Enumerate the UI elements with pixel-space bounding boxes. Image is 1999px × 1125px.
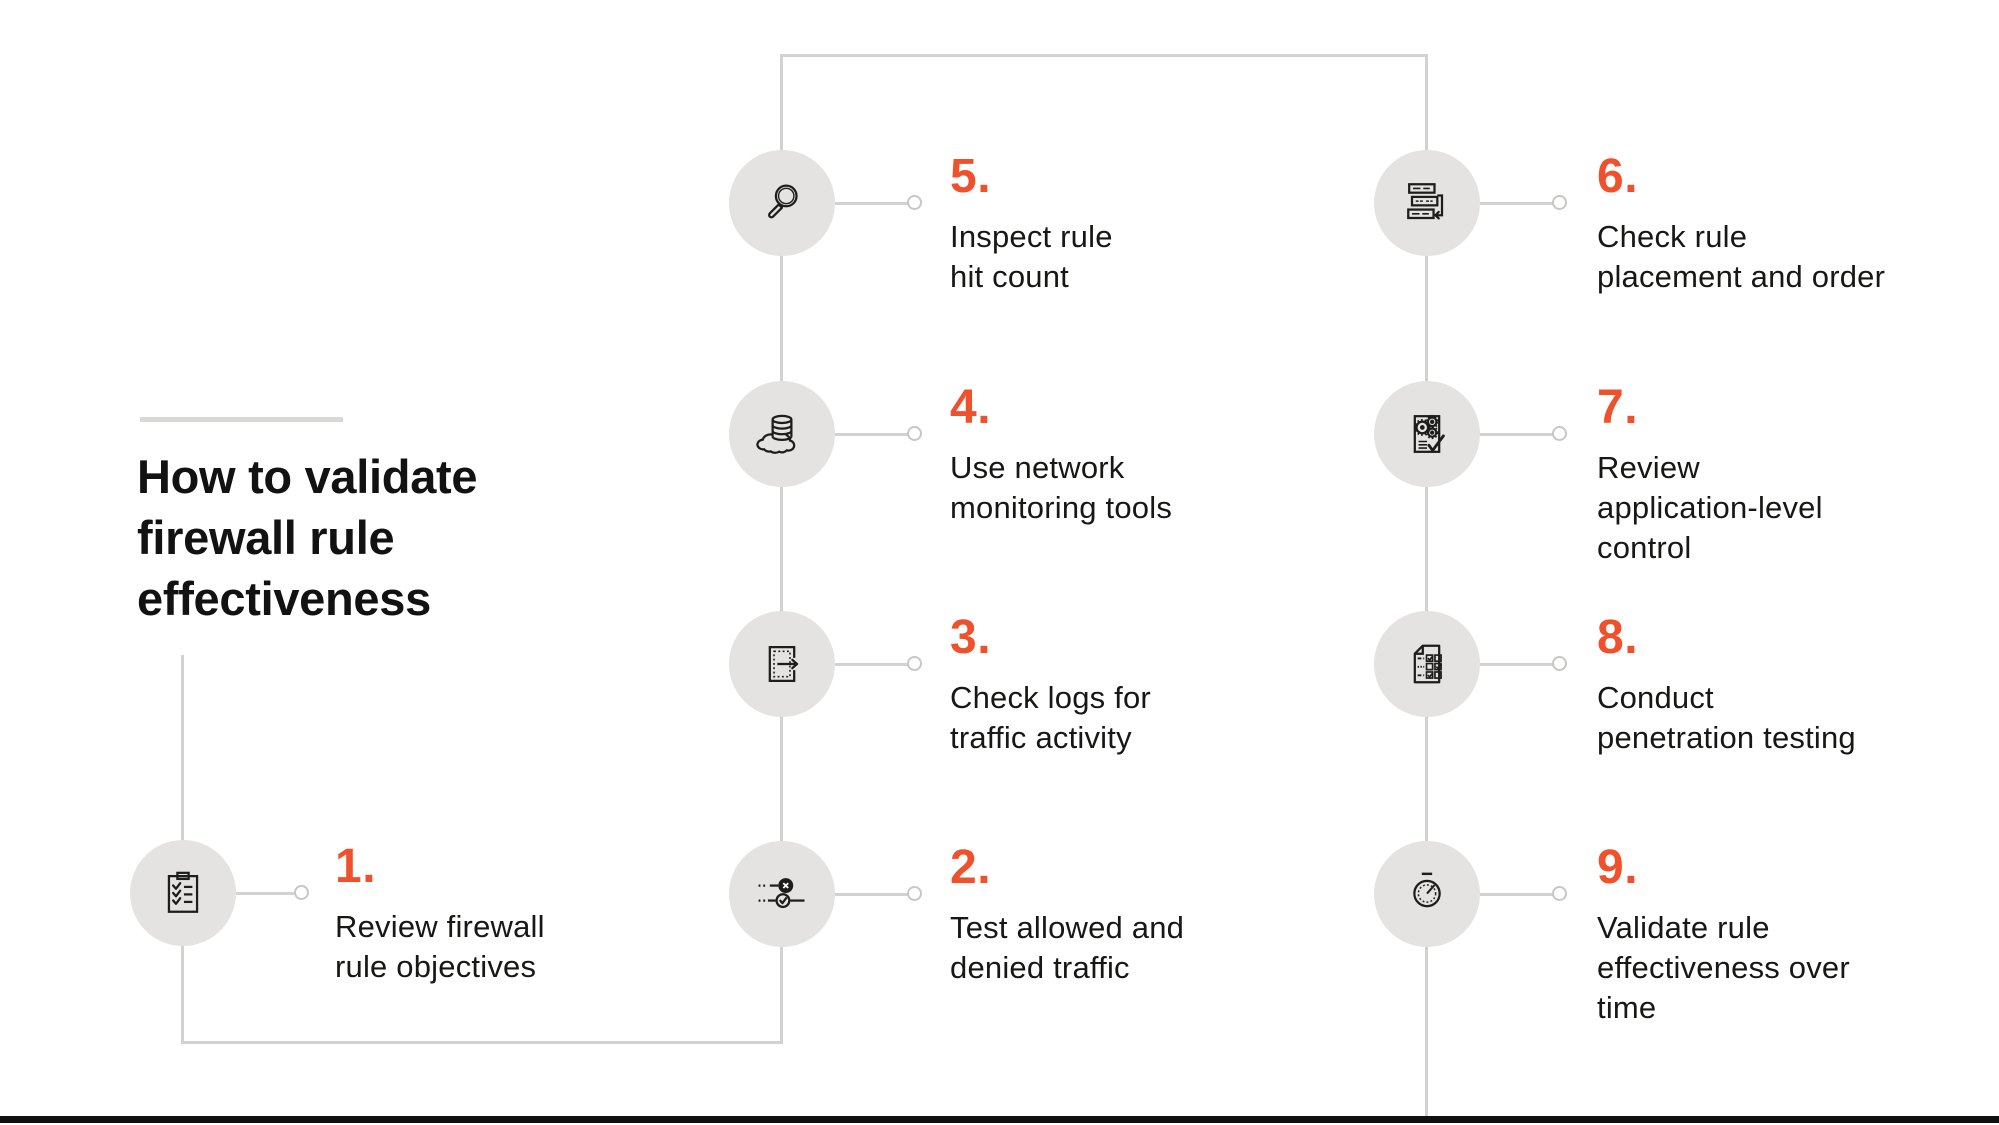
step-5-connector-dot — [907, 195, 922, 210]
step-8-icon-circle — [1374, 611, 1480, 717]
step-8-text: 8. Conduct penetration testing — [1597, 611, 1856, 758]
step-7-text: 7. Review application-level control — [1597, 381, 1823, 568]
rule-reorder-icon — [1407, 183, 1444, 220]
step-description: Inspect rule hit count — [950, 219, 1113, 294]
step-6-connector-dot — [1552, 195, 1567, 210]
step-7-connector — [1480, 433, 1553, 436]
connector-line-bottom — [181, 1041, 783, 1044]
step-6-text: 6. Check rule placement and order — [1597, 150, 1886, 297]
step-4-connector — [835, 433, 908, 436]
step-9-connector — [1480, 893, 1553, 896]
log-export-icon — [768, 646, 799, 682]
step-4-connector-dot — [907, 426, 922, 441]
step-number: 5. — [950, 150, 992, 203]
step-4-text: 4. Use network monitoring tools — [950, 381, 1173, 528]
connector-line-top — [780, 54, 1428, 57]
step-number: 3. — [950, 611, 992, 664]
step-description: Use network monitoring tools — [950, 450, 1173, 525]
step-9-connector-dot — [1552, 886, 1567, 901]
title-line-3: effectiveness — [137, 572, 431, 625]
step-1-connector — [236, 892, 295, 895]
step-description: Conduct penetration testing — [1597, 680, 1856, 755]
step-number: 7. — [1597, 381, 1639, 434]
step-5-text: 5. Inspect rule hit count — [950, 150, 1113, 297]
allow-deny-traffic-icon — [758, 878, 805, 909]
connector-line-title-to-step1 — [181, 655, 184, 841]
step-2-text: 2. Test allowed and denied traffic — [950, 841, 1185, 988]
step-7-connector-dot — [1552, 426, 1567, 441]
connector-line-middle-column — [780, 54, 783, 1043]
step-8-connector — [1480, 663, 1553, 666]
stopwatch-icon — [1413, 872, 1441, 908]
step-number: 4. — [950, 381, 992, 434]
step-1-text: 1. Review firewall rule objectives — [335, 840, 545, 987]
connector-line-right-column — [1425, 54, 1428, 1116]
step-2-connector-dot — [907, 886, 922, 901]
step-5-connector — [835, 202, 908, 205]
step-4-icon-circle — [729, 381, 835, 487]
title-line-1: How to validate — [137, 450, 478, 503]
step-description: Check logs for traffic activity — [950, 680, 1151, 755]
step-3-connector — [835, 663, 908, 666]
connector-line-step1-down — [181, 945, 184, 1043]
cloud-database-icon — [756, 414, 796, 454]
clipboard-checklist-icon — [167, 871, 199, 913]
step-description: Test allowed and denied traffic — [950, 910, 1185, 985]
step-3-connector-dot — [907, 656, 922, 671]
step-5-icon-circle — [729, 150, 835, 256]
step-6-icon-circle — [1374, 150, 1480, 256]
step-3-text: 3. Check logs for traffic activity — [950, 611, 1151, 758]
step-number: 1. — [335, 840, 377, 893]
step-number: 9. — [1597, 841, 1639, 894]
pentest-checklist-icon — [1413, 644, 1443, 684]
step-8-connector-dot — [1552, 656, 1567, 671]
step-description: Validate rule effectiveness over time — [1597, 910, 1850, 1025]
step-number: 2. — [950, 841, 992, 894]
step-description: Check rule placement and order — [1597, 219, 1886, 294]
title-line-2: firewall rule — [137, 511, 395, 564]
step-7-icon-circle — [1374, 381, 1480, 487]
title-rule — [140, 417, 343, 422]
magnifier-icon — [768, 184, 798, 219]
bottom-bar — [0, 1116, 1999, 1123]
gears-document-icon — [1413, 415, 1445, 453]
step-description: Review application-level control — [1597, 450, 1823, 565]
step-9-icon-circle — [1374, 841, 1480, 947]
step-1-connector-dot — [294, 885, 309, 900]
step-9-text: 9. Validate rule effectiveness over time — [1597, 841, 1850, 1028]
step-description: Review firewall rule objectives — [335, 909, 545, 984]
step-number: 6. — [1597, 150, 1639, 203]
step-3-icon-circle — [729, 611, 835, 717]
step-2-icon-circle — [729, 841, 835, 947]
step-number: 8. — [1597, 611, 1639, 664]
page-title: How to validate firewall rule effectiven… — [137, 446, 478, 629]
step-2-connector — [835, 893, 908, 896]
step-1-icon-circle — [130, 840, 236, 946]
step-6-connector — [1480, 202, 1553, 205]
